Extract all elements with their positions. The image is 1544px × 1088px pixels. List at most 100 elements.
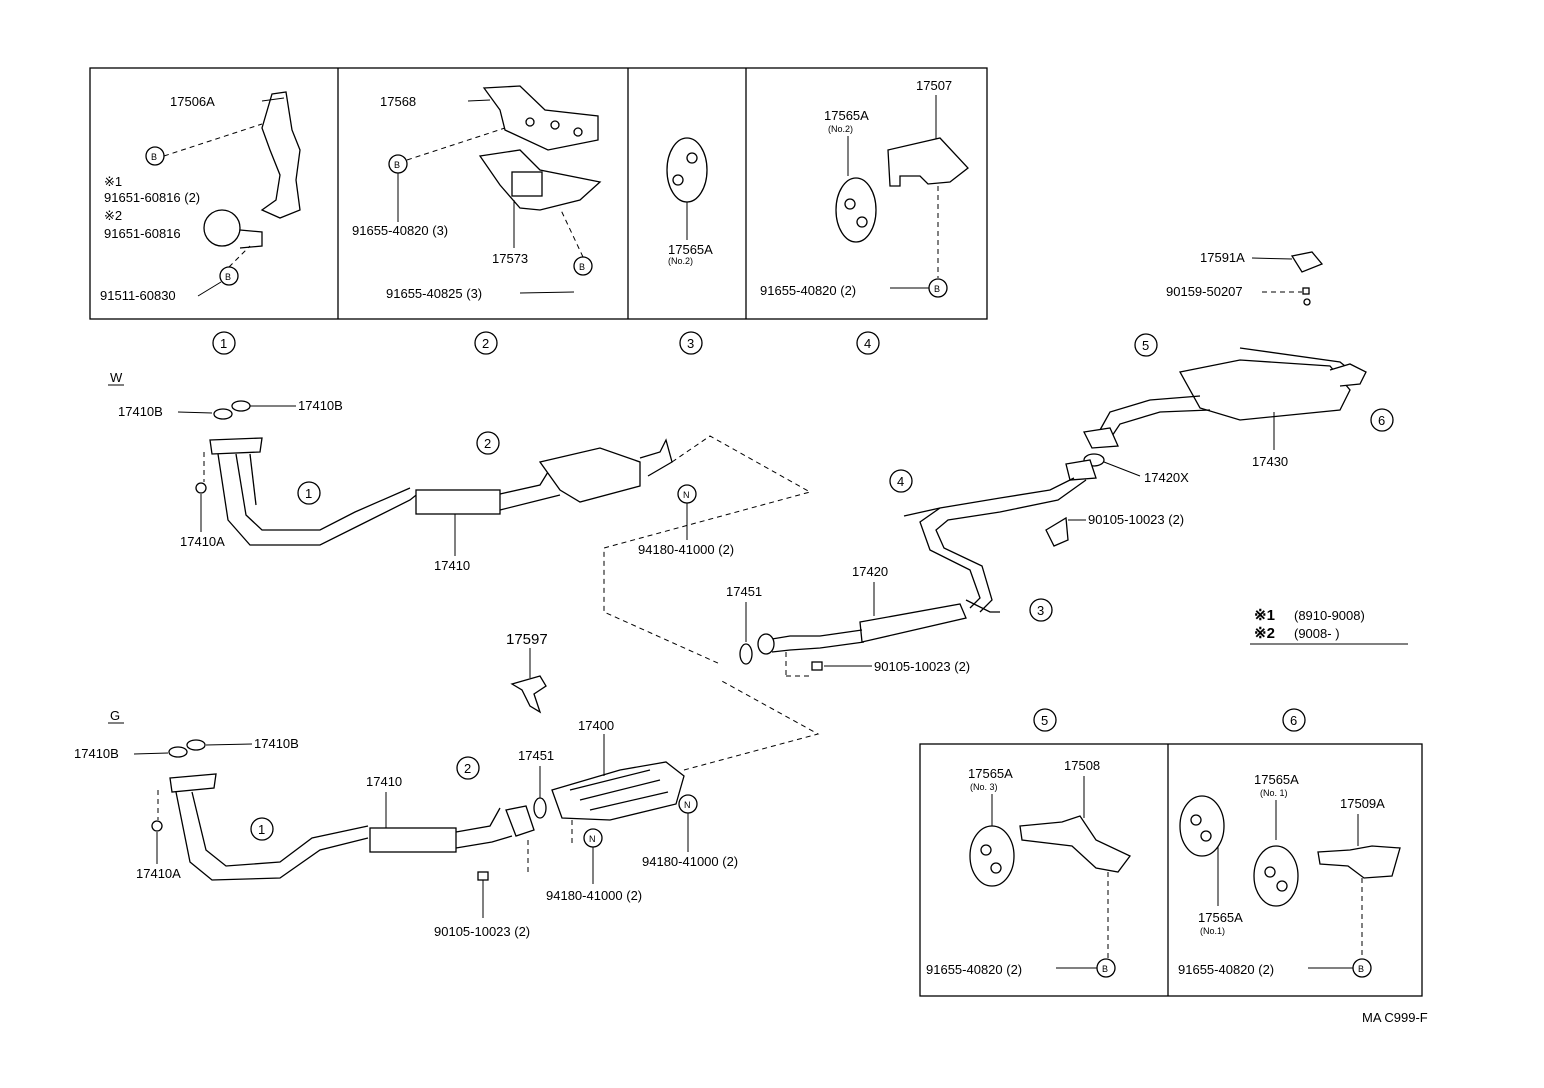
legend: ※1 (8910-9008) ※2 (9008- ) bbox=[1250, 607, 1408, 645]
b2-part1: 17568 bbox=[380, 94, 416, 109]
b6-sym: B bbox=[1358, 964, 1364, 974]
b4-part2: 17507 bbox=[916, 78, 952, 93]
b1-p3: 91511-60830 bbox=[100, 288, 176, 303]
detail-box-6: 17565A (No.1) 17565A (No. 1) 17509A B 91… bbox=[1178, 772, 1401, 978]
legend-r1: (8910-9008) bbox=[1294, 608, 1365, 623]
lower-gasket: 17451 bbox=[518, 748, 554, 763]
rear-muffler: 17430 bbox=[1252, 454, 1288, 469]
detail-box-5: 17565A (No. 3) 17508 B 91655-40820 (2) bbox=[926, 758, 1131, 978]
b6-part2: 17509A bbox=[1340, 796, 1385, 811]
lower-n2: 94180-41000 (2) bbox=[642, 854, 738, 869]
rear-bolt2: 90105-10023 (2) bbox=[1088, 512, 1184, 527]
b6-rubber-hanger-2 bbox=[1253, 845, 1299, 907]
legend-m2: ※2 bbox=[1254, 625, 1275, 642]
b1-note1: ※1 bbox=[104, 174, 122, 189]
rear-assembly: 17591A 90159-50207 5 6 4 3 17430 17420X … bbox=[726, 250, 1394, 677]
b6-part1: 17565A bbox=[1254, 772, 1299, 787]
b2-p1: 91655-40820 (3) bbox=[352, 223, 448, 238]
upper-tag: W bbox=[110, 370, 123, 385]
lower-bolt: 90105-10023 (2) bbox=[434, 924, 530, 939]
lower-bracket: 17597 bbox=[506, 631, 548, 648]
box-num-2: 2 bbox=[482, 336, 489, 351]
b5-part1: 17565A bbox=[968, 766, 1013, 781]
b6-sub1: (No. 1) bbox=[1260, 788, 1288, 798]
box-num-5: 5 bbox=[1041, 713, 1048, 728]
b4-rubber-hanger bbox=[835, 177, 877, 243]
b5-part2: 17508 bbox=[1064, 758, 1100, 773]
b4-part1: 17565A bbox=[824, 108, 869, 123]
detail-box-2: 17568 B 91655-40820 (3) 17573 B 91655-40… bbox=[352, 85, 602, 301]
b6-rubber-hanger-1 bbox=[1179, 795, 1225, 857]
diagram-code: MA C999-F bbox=[1362, 1010, 1428, 1025]
detail-box-4: 17565A (No.2) 17507 B 91655-40820 (2) bbox=[760, 78, 969, 298]
legend-m1: ※1 bbox=[1254, 607, 1275, 624]
lower-n1: 94180-41000 (2) bbox=[546, 888, 642, 903]
lower-cat: 17400 bbox=[578, 718, 614, 733]
box-numbers: 1 2 3 4 bbox=[212, 331, 880, 355]
legend-r2: (9008- ) bbox=[1294, 626, 1340, 641]
b6-part3: 17565A bbox=[1198, 910, 1243, 925]
upper-n-part: 94180-41000 (2) bbox=[638, 542, 734, 557]
b3-sub: (No.2) bbox=[668, 256, 693, 266]
b6-p1: 91655-40820 (2) bbox=[1178, 962, 1274, 977]
upper-g1: 17410B bbox=[118, 404, 163, 419]
b2-p2: 91655-40825 (3) bbox=[386, 286, 482, 301]
rear-num-5: 5 bbox=[1142, 338, 1149, 353]
lower-g1: 17410B bbox=[74, 746, 119, 761]
b1-p1: 91651-60816 (2) bbox=[104, 190, 200, 205]
upper-g2: 17410B bbox=[298, 398, 343, 413]
b1-part: 17506A bbox=[170, 94, 215, 109]
b4-sym: B bbox=[934, 284, 940, 294]
b3-part: 17565A bbox=[668, 242, 713, 257]
b1-sym-2: B bbox=[225, 272, 231, 282]
b1-sym-1: B bbox=[151, 152, 157, 162]
rear-num-3: 3 bbox=[1037, 603, 1044, 618]
rear-num-4: 4 bbox=[897, 474, 904, 489]
detail-box-3: 17565A (No.2) bbox=[666, 137, 713, 266]
b3-rubber-hanger bbox=[666, 137, 708, 203]
lower-num-1: 1 bbox=[258, 822, 265, 837]
lower-g2: 17410B bbox=[254, 736, 299, 751]
bottom-boxes-frame: 5 6 bbox=[919, 708, 1423, 997]
rear-gasket1: 17451 bbox=[726, 584, 762, 599]
lower-pipe: 17410 bbox=[366, 774, 402, 789]
box-num-4: 4 bbox=[864, 336, 871, 351]
upper-num-1: 1 bbox=[305, 486, 312, 501]
center-pipe-resonator bbox=[859, 603, 967, 643]
lower-num-2: 2 bbox=[464, 761, 471, 776]
lower-nut: 17410A bbox=[136, 866, 181, 881]
rear-bolt1: 90105-10023 (2) bbox=[874, 659, 970, 674]
rear-gasket2: 17420X bbox=[1144, 470, 1189, 485]
lower-n-sym-1: N bbox=[589, 834, 596, 844]
b4-p1: 91655-40820 (2) bbox=[760, 283, 856, 298]
muffler-body bbox=[1178, 359, 1351, 421]
b2-part2: 17573 bbox=[492, 251, 528, 266]
lower-tag: G bbox=[110, 708, 120, 723]
upper-assembly: W 17410B 17410B 17410A 1 2 17410 N 94180… bbox=[108, 370, 812, 665]
box-num-1: 1 bbox=[220, 336, 227, 351]
b4-sub1: (No.2) bbox=[828, 124, 853, 134]
b1-note2: ※2 bbox=[104, 208, 122, 223]
upper-n-sym: N bbox=[683, 490, 690, 500]
b5-sym: B bbox=[1102, 964, 1108, 974]
upper-num-2: 2 bbox=[484, 436, 491, 451]
rear-center: 17420 bbox=[852, 564, 888, 579]
rear-num-6: 6 bbox=[1378, 413, 1385, 428]
box-num-3: 3 bbox=[687, 336, 694, 351]
rear-clip: 17591A bbox=[1200, 250, 1245, 265]
rear-clipbolt: 90159-50207 bbox=[1166, 284, 1243, 299]
lower-assembly: G 17597 17410B 17410B 17410A 1 2 17410 1… bbox=[74, 631, 820, 939]
b5-sub1: (No. 3) bbox=[970, 782, 998, 792]
upper-nut: 17410A bbox=[180, 534, 225, 549]
box-num-6: 6 bbox=[1290, 713, 1297, 728]
b2-sym-1: B bbox=[394, 160, 400, 170]
b5-p1: 91655-40820 (2) bbox=[926, 962, 1022, 977]
detail-box-1: 17506A B ※1 91651-60816 (2) ※2 91651-608… bbox=[100, 91, 301, 303]
upper-pipe: 17410 bbox=[434, 558, 470, 573]
b1-p2: 91651-60816 bbox=[104, 226, 181, 241]
b2-sym-2: B bbox=[579, 262, 585, 272]
b6-sub3: (No.1) bbox=[1200, 926, 1225, 936]
b5-rubber-hanger bbox=[969, 825, 1015, 887]
